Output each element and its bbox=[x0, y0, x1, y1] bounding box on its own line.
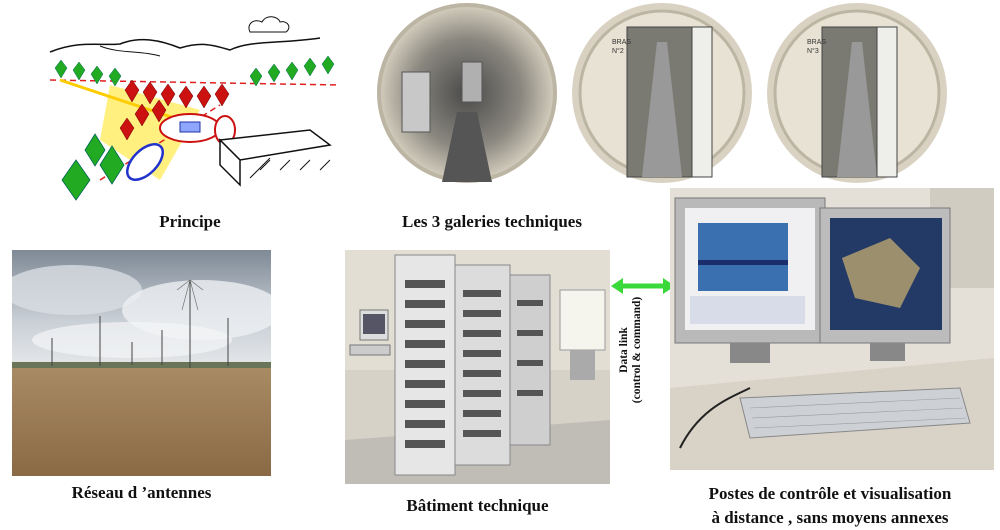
technical-building-photo bbox=[345, 250, 610, 484]
caption-principe: Principe bbox=[159, 212, 221, 231]
caption-postes: Postes de contrôle et visualisation à di… bbox=[660, 482, 1000, 530]
antenna-field-photo bbox=[12, 250, 271, 476]
caption-postes-line1: Postes de contrôle et visualisation bbox=[708, 484, 952, 503]
principe-diagram bbox=[40, 10, 340, 205]
data-link-line2: (control & command) bbox=[631, 296, 643, 404]
control-workstations-photo bbox=[670, 188, 994, 470]
data-link-label: Data link (control & command) bbox=[606, 292, 656, 412]
caption-galeries: Les 3 galeries techniques bbox=[402, 212, 582, 231]
svg-text:BRAS: BRAS bbox=[807, 39, 826, 46]
caption-reseau: Réseau d ’antennes bbox=[71, 483, 212, 502]
data-link-arrow bbox=[611, 276, 675, 296]
caption-postes-line2: à distance , sans moyens annexes bbox=[711, 508, 949, 527]
galleries-photos: BRAS N°2 BRAS N°3 bbox=[372, 2, 952, 184]
svg-text:N°3: N°3 bbox=[807, 47, 819, 55]
data-link-line1: Data link bbox=[618, 327, 630, 373]
svg-text:BRAS: BRAS bbox=[612, 39, 631, 46]
caption-batiment: Bâtiment technique bbox=[406, 496, 549, 515]
svg-text:N°2: N°2 bbox=[612, 47, 624, 55]
